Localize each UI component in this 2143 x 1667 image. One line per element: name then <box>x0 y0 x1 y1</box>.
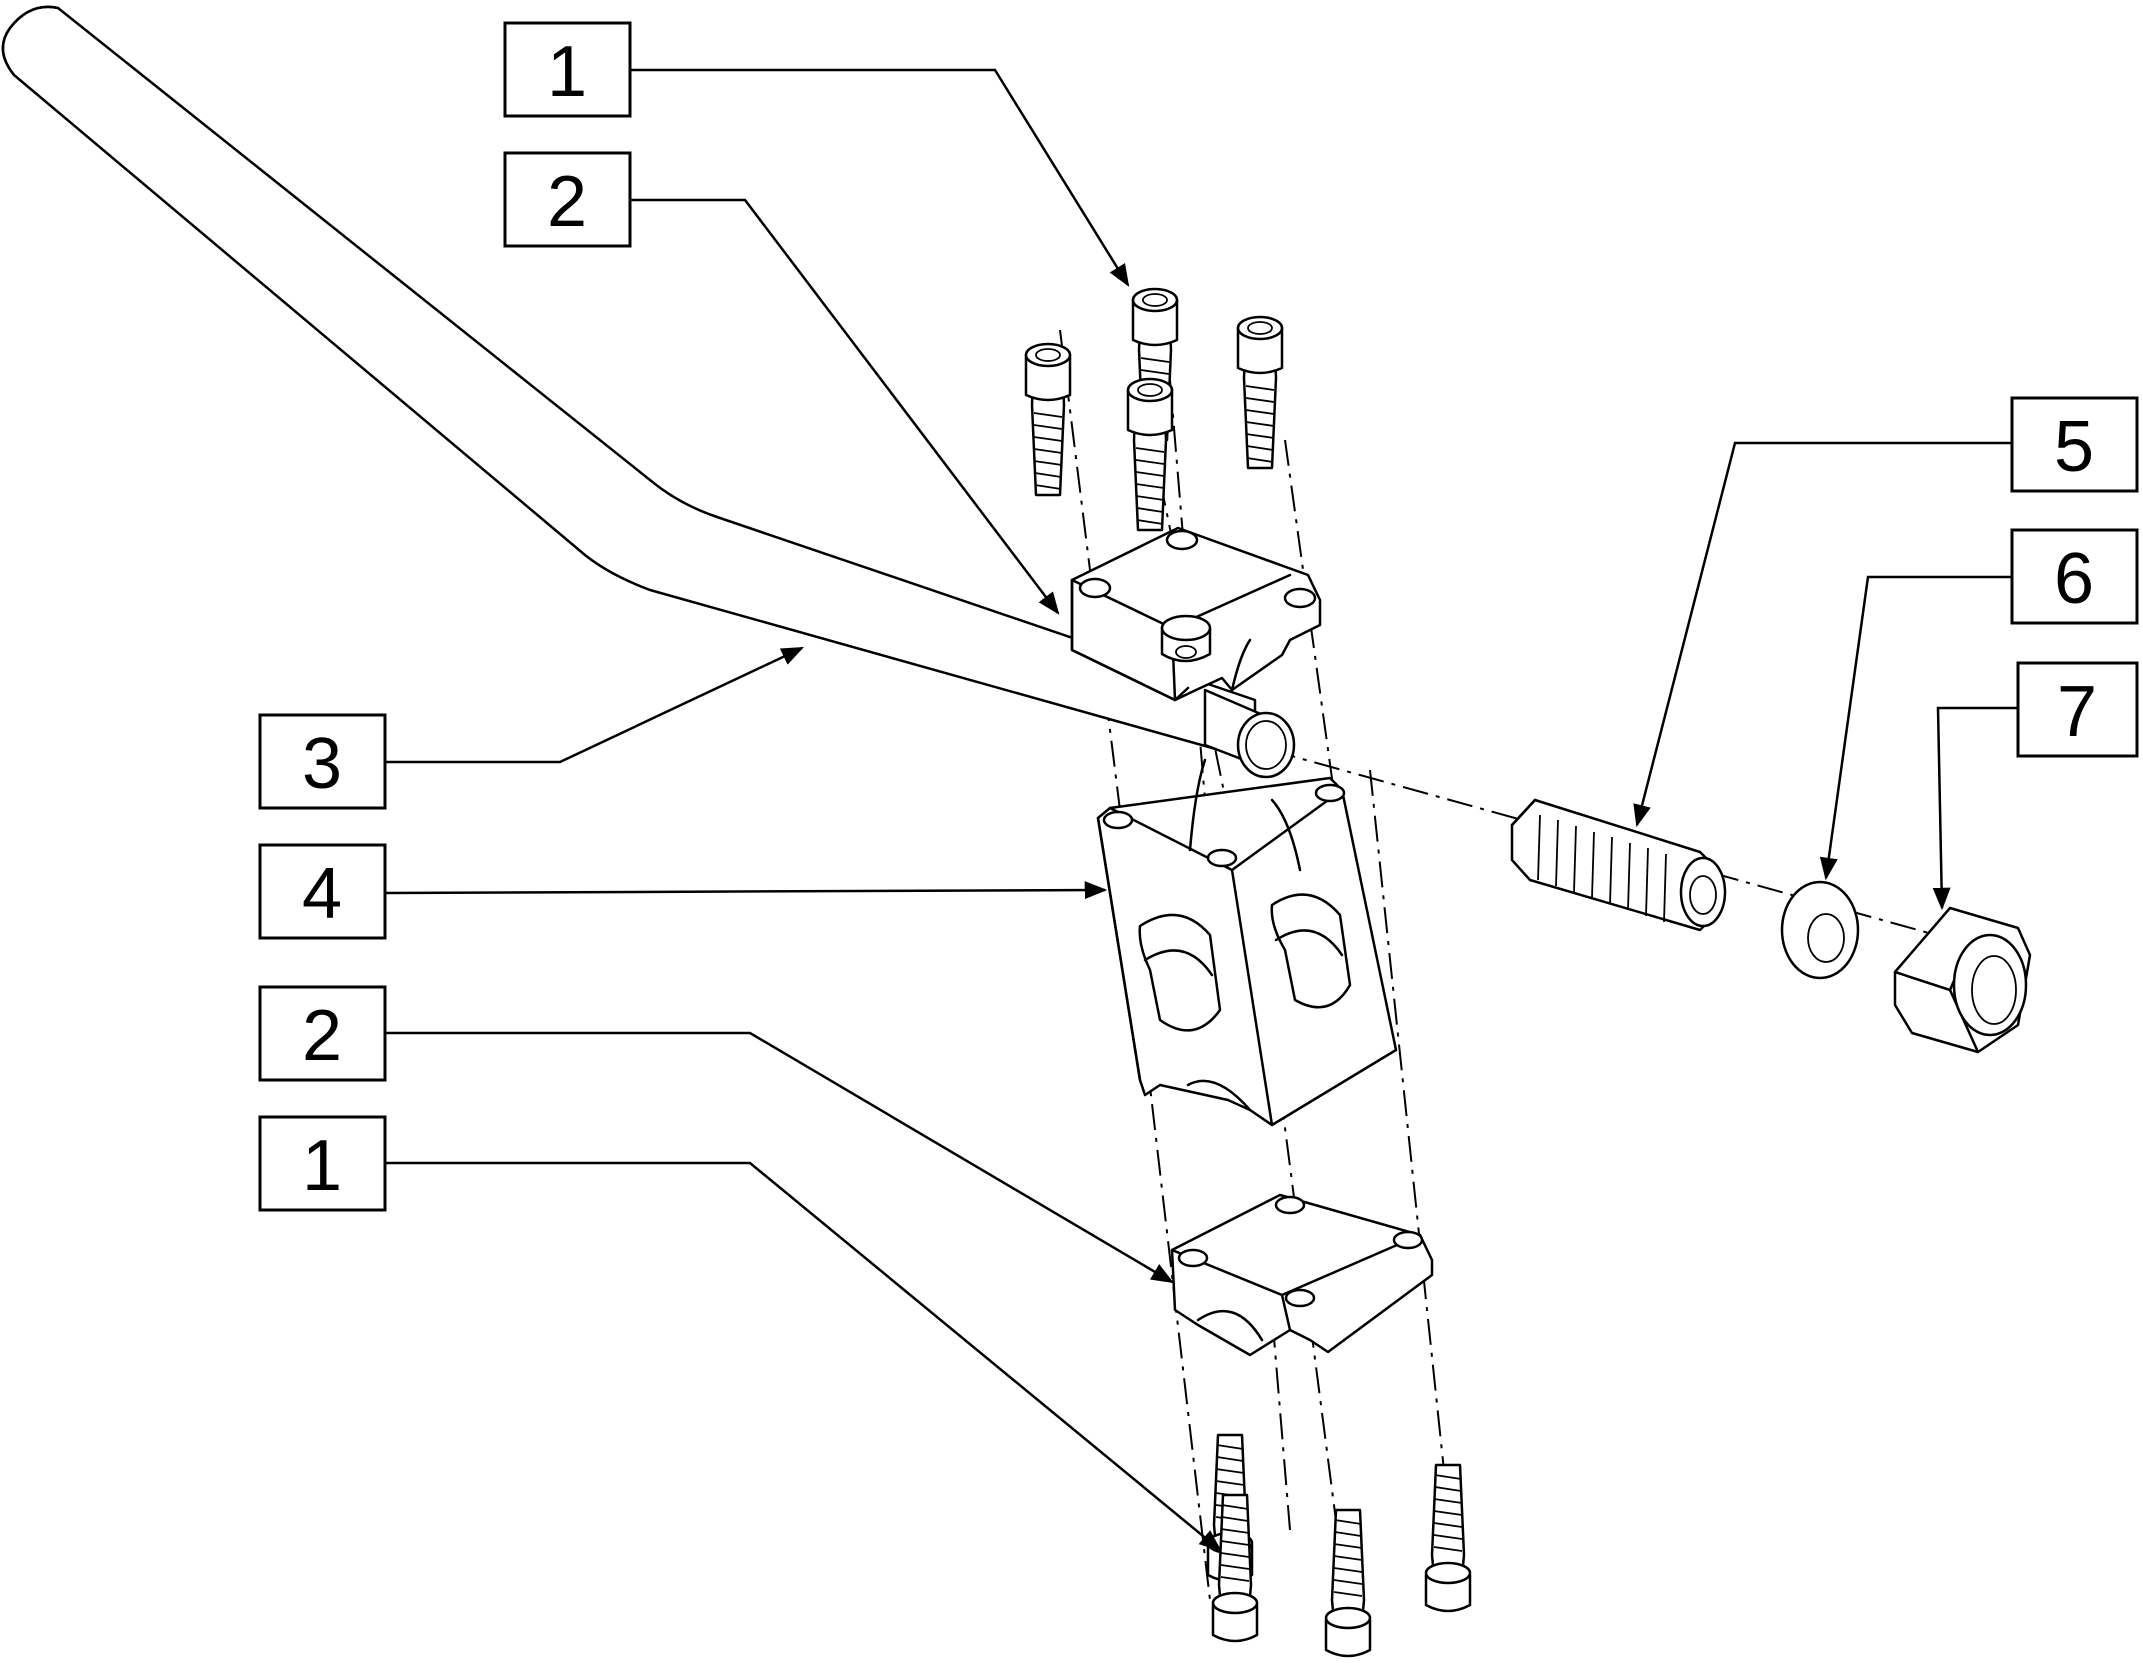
lower-clamp <box>1170 1193 1434 1357</box>
callout-1-bottom: 1 <box>258 1115 387 1212</box>
callout-7: 7 <box>2016 661 2139 758</box>
callout-4: 4 <box>258 843 387 940</box>
svg-text:7: 7 <box>2057 672 2097 752</box>
center-block <box>1096 758 1398 1127</box>
upper-clamp <box>1070 526 1322 702</box>
callout-5: 5 <box>2010 396 2139 493</box>
threaded-spacer <box>1510 798 1727 932</box>
leader-lines <box>384 68 2018 1552</box>
callout-2-top: 2 <box>503 151 632 248</box>
svg-text:3: 3 <box>302 724 342 804</box>
svg-text:1: 1 <box>302 1126 342 1206</box>
handle-bar <box>1 5 1257 762</box>
upper-screws <box>1024 287 1284 532</box>
svg-text:1: 1 <box>547 32 587 112</box>
washer <box>1780 880 1860 980</box>
svg-text:6: 6 <box>2054 539 2094 619</box>
svg-text:2: 2 <box>547 162 587 242</box>
callout-2-bottom: 2 <box>258 985 387 1082</box>
svg-text:4: 4 <box>302 854 342 934</box>
svg-text:5: 5 <box>2054 407 2094 487</box>
svg-text:2: 2 <box>302 996 342 1076</box>
lower-screws <box>1206 1433 1472 1658</box>
callout-6: 6 <box>2010 528 2139 625</box>
hex-nut <box>1893 906 2032 1054</box>
tube-stub <box>1203 688 1296 779</box>
callout-3: 3 <box>258 713 387 810</box>
callout-1-top: 1 <box>503 21 632 118</box>
